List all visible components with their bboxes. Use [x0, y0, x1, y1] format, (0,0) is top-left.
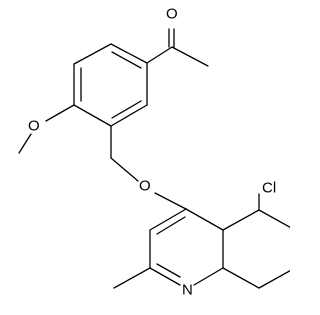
methoxy-oxygen-label: O [28, 118, 40, 135]
benzene-ring [73, 43, 148, 127]
benzo-bond-c4a-c5 [222, 209, 260, 231]
benzo-bond-c6-c7 [258, 209, 290, 228]
molecule-diagram: O O O Cl N [18, 6, 290, 299]
pyridine-bond-c4-c3 [149, 208, 187, 231]
benzene-bond-2 [73, 43, 112, 65]
benzyl-ether-linker [110, 125, 187, 210]
bond-c2-methyl [113, 267, 151, 289]
bond-carbonyl-c-ring [146, 46, 173, 64]
chlorine-label: Cl [262, 180, 276, 197]
bond-ring-methoxy-o [45, 104, 75, 122]
methoxy-group [18, 104, 75, 154]
pyridine-bond-c2-n [149, 267, 181, 286]
pyridine-bond-c4a-c4 [185, 208, 224, 231]
benzene-bond-5 [110, 104, 148, 127]
acetyl-group [146, 28, 209, 67]
pyridine-bond-n-c8a [193, 267, 224, 286]
pyridine-double-c2-n [156, 263, 181, 278]
benzene-bond-4 [73, 104, 112, 127]
quinoline-benzo-ring [222, 193, 290, 289]
bond-carbonyl-c-methyl [171, 46, 209, 67]
carbonyl-oxygen-label: O [166, 6, 178, 23]
bond-ch2-ether-o [110, 157, 139, 182]
ether-oxygen-label: O [139, 178, 151, 195]
quinoline-nitrogen-label: N [182, 282, 193, 299]
benzo-bond-c8-c8a [258, 270, 290, 289]
benzene-double-1 [111, 51, 142, 69]
bond-methoxy-o-methyl [18, 133, 32, 154]
benzene-double-3 [111, 100, 142, 119]
pyridine-double-c4-c3 [156, 216, 186, 235]
quinoline-pyridine-ring [149, 208, 224, 286]
bond-ether-o-quinoline [154, 192, 187, 210]
benzene-bond-1 [110, 43, 148, 64]
benzo-bond-c8a-end [222, 267, 260, 289]
